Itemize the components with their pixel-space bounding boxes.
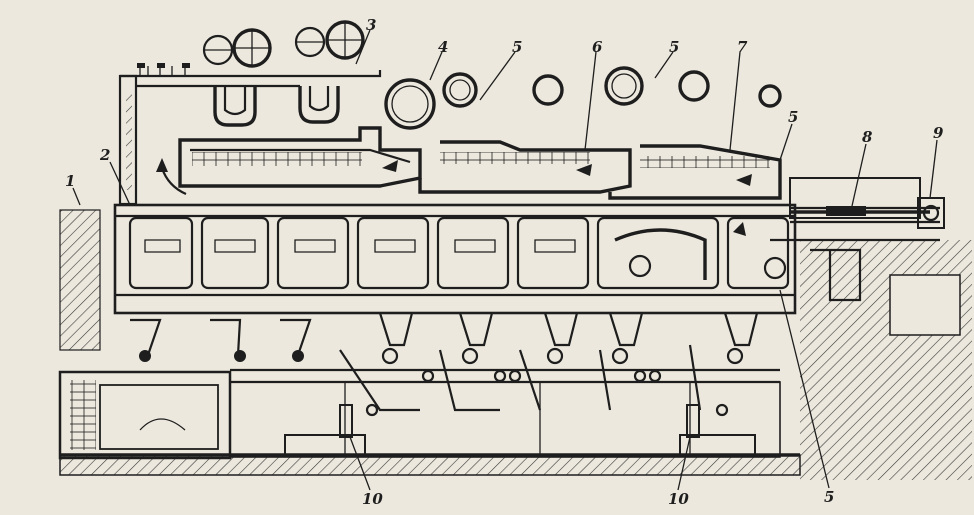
- callout-label-10a: 10: [362, 490, 383, 508]
- callout-label-5a: 5: [512, 38, 522, 56]
- callout-label-10b: 10: [668, 490, 689, 508]
- callout-labels: 1 2 3 4 5 6 5 7 5 8 9 10 10 5: [65, 16, 944, 508]
- callout-label-3: 3: [366, 16, 376, 34]
- valve-stubs: [137, 63, 190, 76]
- recuperator-u-tubes: [213, 86, 340, 127]
- flue-ducts: [178, 126, 782, 200]
- cooling-chamber: [58, 370, 232, 460]
- lower-frame: [229, 368, 781, 458]
- callout-label-8: 8: [862, 128, 873, 146]
- chimney-stack: [118, 70, 382, 206]
- callout-label-5c: 5: [788, 108, 798, 126]
- linkage-mechanisms: [130, 318, 744, 417]
- push-rod-assembly: [770, 197, 945, 242]
- callout-label-9: 9: [933, 124, 944, 142]
- burner-cells: [128, 216, 790, 290]
- callout-label-4: 4: [438, 38, 448, 56]
- callout-label-5b: 5: [669, 38, 679, 56]
- callout-label-1: 1: [65, 172, 75, 190]
- leader-lines: [72, 29, 938, 491]
- hoppers: [378, 312, 759, 347]
- callout-label-7: 7: [737, 38, 748, 56]
- drive-units: [284, 404, 756, 456]
- callout-label-2: 2: [99, 146, 110, 164]
- foundation: [59, 209, 972, 480]
- flow-arrows: [156, 158, 752, 236]
- callout-label-6: 6: [592, 38, 603, 56]
- header-drums: [202, 20, 782, 130]
- callout-label-5d: 5: [824, 488, 834, 506]
